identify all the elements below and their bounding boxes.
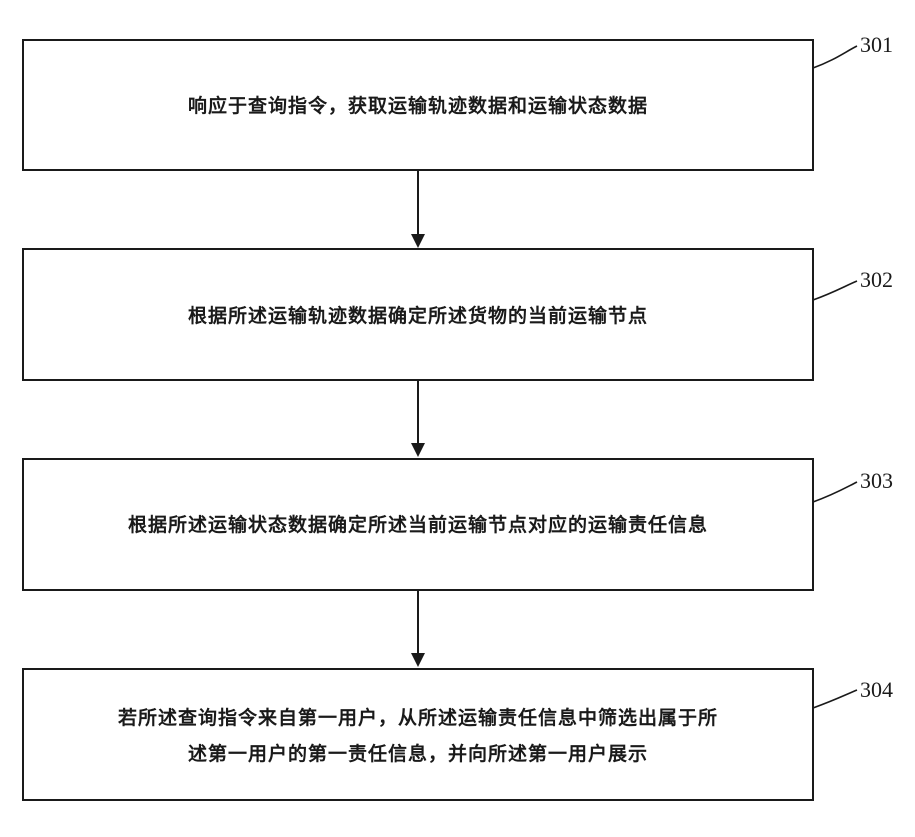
step-text-304-line-1: 若所述查询指令来自第一用户，从所述运输责任信息中筛选出属于所 [118, 706, 718, 729]
step-box-304 [23, 669, 813, 800]
step-text-304-line-2: 述第一用户的第一责任信息，并向所述第一用户展示 [188, 742, 648, 765]
step-number-301: 301 [860, 32, 893, 57]
step-number-304: 304 [860, 677, 893, 702]
step-leader-303 [813, 482, 857, 502]
step-text-303-line-1: 根据所述运输状态数据确定所述当前运输节点对应的运输责任信息 [128, 513, 708, 536]
arrow-303-304 [411, 590, 425, 667]
step-number-303: 303 [860, 468, 893, 493]
step-304: 若所述查询指令来自第一用户，从所述运输责任信息中筛选出属于所 述第一用户的第一责… [23, 669, 893, 800]
step-301: 响应于查询指令，获取运输轨迹数据和运输状态数据 301 [23, 32, 893, 170]
step-leader-304 [813, 690, 857, 708]
step-text-302-line-1: 根据所述运输轨迹数据确定所述货物的当前运输节点 [188, 304, 648, 327]
step-302: 根据所述运输轨迹数据确定所述货物的当前运输节点 302 [23, 249, 893, 380]
step-text-301-line-1: 响应于查询指令，获取运输轨迹数据和运输状态数据 [188, 94, 648, 117]
arrow-302-303 [411, 380, 425, 457]
step-leader-302 [813, 281, 857, 300]
arrow-301-302 [411, 170, 425, 248]
step-number-302: 302 [860, 267, 893, 292]
step-303: 根据所述运输状态数据确定所述当前运输节点对应的运输责任信息 303 [23, 459, 893, 590]
step-leader-301 [813, 46, 857, 68]
